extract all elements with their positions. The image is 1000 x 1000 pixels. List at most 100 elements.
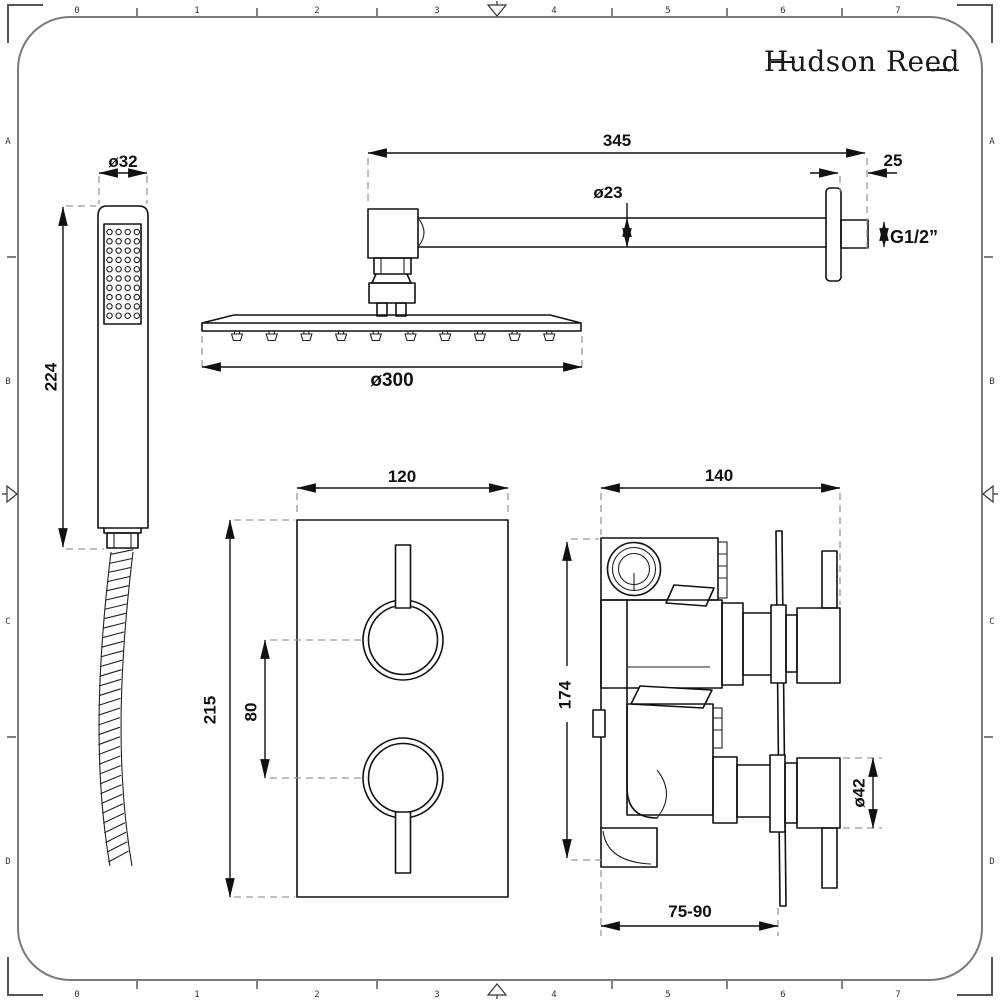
valve-foot-arc <box>602 830 652 865</box>
hose-ribs <box>98 549 134 863</box>
ruler-bottom-3: 3 <box>434 990 439 1000</box>
valve-top-knob <box>796 607 841 684</box>
ruler-left-a: A <box>5 137 11 147</box>
wall-plane <box>775 530 787 907</box>
top-handle-lever <box>394 544 412 609</box>
arm-tube-joint-arc <box>417 217 425 248</box>
extension-lines <box>66 158 882 936</box>
dim-head-width: ø300 <box>370 370 413 391</box>
dim-handle-diameter: ø42 <box>849 778 868 807</box>
arm-thread-stub <box>840 219 869 249</box>
valve-bottom-knob <box>796 757 841 829</box>
valve-bottom-cartridge <box>712 756 738 824</box>
bottom-handle-outer <box>362 737 444 819</box>
valve-outlet-body <box>626 703 714 816</box>
hose-right-edge <box>120 551 134 867</box>
dim-handset-diameter: ø32 <box>108 152 137 171</box>
handset-nut-facets <box>113 533 132 548</box>
ruler-top-6: 6 <box>780 6 785 16</box>
spray-face-dots <box>106 228 141 319</box>
top-handle-inner <box>367 604 439 676</box>
dimension-labels: ø32 224 345 25 ø23 G1/2” ø300 120 215 80… <box>41 131 938 921</box>
bottom-handle-lever <box>394 811 412 874</box>
arm-elbow <box>367 208 419 259</box>
connector-leg-right <box>395 302 407 317</box>
valve-bottom-stem <box>784 762 798 824</box>
valve-mid-body <box>600 599 723 689</box>
shower-head-drawing <box>201 314 582 342</box>
valve-left-notch <box>592 709 606 738</box>
valve-outlet-arc <box>656 769 668 819</box>
ruler-left-c: C <box>5 617 10 627</box>
valve-top-thread <box>717 541 728 599</box>
dim-arm-length: 345 <box>603 131 631 150</box>
dim-plate-height: 215 <box>200 696 219 724</box>
ruler-right-a: A <box>989 137 995 147</box>
head-plate <box>201 314 582 332</box>
ruler-bottom-0: 0 <box>74 990 79 1000</box>
ruler-bottom-4: 4 <box>551 990 556 1000</box>
dim-handle-spacing: 80 <box>241 703 260 722</box>
dim-valve-width: 140 <box>705 466 733 485</box>
top-ruler: 0 1 2 3 4 5 6 7 <box>74 6 900 16</box>
bottom-handle-inner <box>367 742 439 814</box>
valve-bottom-trim-washer <box>769 754 786 833</box>
connector-cylinder <box>368 282 416 304</box>
ruler-right-b: B <box>989 377 994 387</box>
valve-bottom-lever <box>821 827 838 889</box>
ruler-top-0: 0 <box>74 6 79 16</box>
ruler-left-b: B <box>5 377 10 387</box>
valve-top-lever <box>821 550 838 609</box>
head-nozzles <box>230 331 556 342</box>
valve-bevel-upper <box>665 584 715 607</box>
arm-wall-flange <box>825 187 842 282</box>
dim-arm-wall-gap: 25 <box>884 151 903 170</box>
ruler-top-2: 2 <box>314 6 319 16</box>
dim-handset-length: 224 <box>41 362 60 391</box>
ruler-bottom-6: 6 <box>780 990 785 1000</box>
valve-top-thread-ticks <box>718 553 727 579</box>
valve-top-cartridge <box>721 602 744 686</box>
bottom-ruler: 0 1 2 3 4 5 6 7 <box>74 990 900 1000</box>
ruler-bottom-2: 2 <box>314 990 319 1000</box>
ruler-right-d: D <box>989 857 994 867</box>
brand-logo: Hudson Reed <box>764 45 960 78</box>
elbow-nut <box>373 257 412 275</box>
left-ruler: A B C D <box>5 137 11 867</box>
ruler-top-3: 3 <box>434 6 439 16</box>
ruler-right-c: C <box>989 617 994 627</box>
valve-inner-duct <box>626 599 658 819</box>
valve-port-mid <box>611 546 657 592</box>
ruler-left-d: D <box>5 857 10 867</box>
right-ruler: A B C D <box>989 137 995 867</box>
sheet-border <box>17 16 983 981</box>
ruler-top-5: 5 <box>665 6 670 16</box>
top-handle-outer <box>362 599 444 681</box>
valve-top-neck <box>742 612 773 676</box>
handset-nut <box>106 532 139 549</box>
dim-valve-height: 174 <box>555 680 574 709</box>
connector-leg-left <box>376 302 388 317</box>
arm-tube <box>417 217 827 248</box>
ruler-bottom-7: 7 <box>895 990 900 1000</box>
control-plate <box>296 519 509 898</box>
dim-arm-diameter: ø23 <box>593 183 622 202</box>
valve-foot <box>600 827 658 868</box>
valve-bottom-neck <box>736 764 772 818</box>
handset-spray-plate <box>103 223 142 325</box>
shower-arm-drawing <box>367 187 869 317</box>
dim-recess-depth: 75-90 <box>668 902 711 921</box>
valve-bevel-lower <box>630 685 713 709</box>
dim-plate-width: 120 <box>388 467 416 486</box>
handset-body <box>97 205 149 529</box>
ruler-top-4: 4 <box>551 6 556 16</box>
dim-thread-size: G1/2” <box>890 227 938 247</box>
elbow-nut-facets <box>380 258 405 274</box>
dimension-lines <box>58 148 897 931</box>
valve-lower-thread-ticks <box>713 717 722 731</box>
brand-logo-text: Hudson Reed <box>764 45 960 78</box>
handset-drawing <box>97 205 149 867</box>
